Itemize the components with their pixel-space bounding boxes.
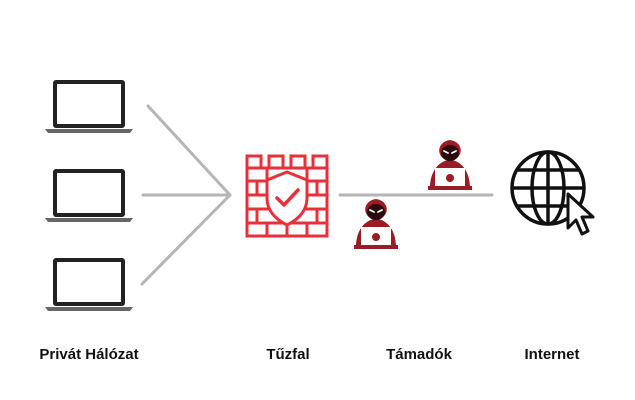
connector-laptop-1 bbox=[146, 104, 232, 197]
firewall-shield-icon bbox=[245, 154, 329, 238]
label-private-network: Privát Hálózat bbox=[39, 346, 139, 363]
laptop-icon bbox=[45, 80, 133, 133]
hacker-icon bbox=[428, 140, 472, 190]
hacker-icon bbox=[354, 199, 398, 249]
laptop-icon bbox=[45, 258, 133, 311]
connector-lines bbox=[140, 104, 494, 286]
label-firewall: Tűzfal bbox=[266, 346, 310, 363]
laptop-icon bbox=[45, 169, 133, 222]
globe-cursor-icon bbox=[510, 150, 595, 236]
label-internet: Internet bbox=[524, 346, 580, 363]
connector-laptop-3 bbox=[140, 193, 232, 286]
label-attackers: Támadók bbox=[386, 346, 452, 363]
